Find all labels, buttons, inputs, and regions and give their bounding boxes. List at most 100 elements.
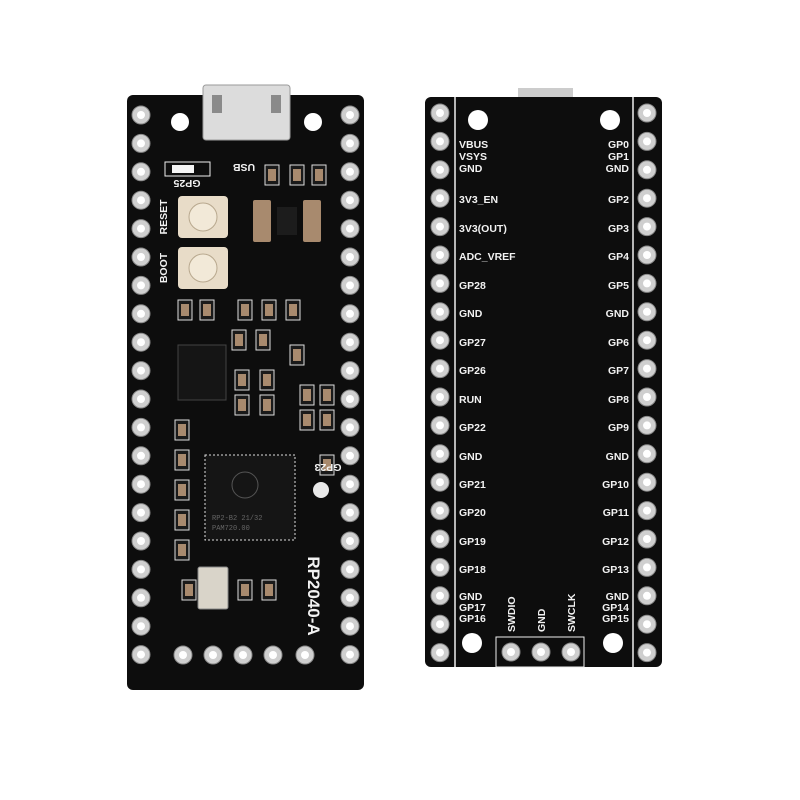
pin-pad xyxy=(430,273,450,293)
pin-label-left: GP28 xyxy=(459,280,486,292)
pin-pad xyxy=(131,219,151,239)
led xyxy=(172,165,194,173)
svg-text:PAM720.00: PAM720.00 xyxy=(212,525,250,533)
pin-pad xyxy=(340,190,360,210)
smd-resistor xyxy=(255,329,271,351)
reset-button[interactable] xyxy=(178,196,228,238)
pin-label-left: GND xyxy=(459,163,483,175)
pin-pad xyxy=(340,361,360,381)
mount-hole xyxy=(600,110,620,130)
pin-pad xyxy=(131,559,151,579)
pin-pad xyxy=(131,503,151,523)
pin-pad xyxy=(637,359,657,379)
smd-resistor xyxy=(319,384,335,406)
pin-label-left: GND xyxy=(459,591,483,603)
mount-hole xyxy=(304,113,322,131)
capacitor xyxy=(303,200,321,242)
pin-label-right: GP7 xyxy=(608,365,629,377)
pin-pad xyxy=(637,586,657,606)
regulator xyxy=(277,207,297,235)
pin-pad xyxy=(501,642,521,662)
pin-label-right: GP1 xyxy=(608,151,629,163)
pin-label-right: GP8 xyxy=(608,394,629,406)
pin-label-right: GP6 xyxy=(608,337,629,349)
smd-resistor xyxy=(237,299,253,321)
pin-pad xyxy=(637,557,657,577)
pin-pad xyxy=(430,245,450,265)
pin-pad xyxy=(131,133,151,153)
pin-label-right: GND xyxy=(606,591,630,603)
smd-resistor xyxy=(234,369,250,391)
pin-pad xyxy=(131,645,151,665)
pin-pad xyxy=(173,645,193,665)
pin-pad xyxy=(340,275,360,295)
debug-pin-label: SWCLK xyxy=(566,593,578,632)
pin-pad xyxy=(340,503,360,523)
pin-pad xyxy=(131,162,151,182)
smd-resistor xyxy=(319,454,335,476)
smd-resistor xyxy=(259,394,275,416)
smd-resistor xyxy=(174,449,190,471)
pin-pad xyxy=(131,616,151,636)
boot-button[interactable] xyxy=(178,247,228,289)
pin-pad xyxy=(430,557,450,577)
pin-label-right: GP0 xyxy=(608,139,629,151)
back-board: VBUSVSYSGND3V3_EN3V3(OUT)ADC_VREFGP28GND… xyxy=(425,88,662,668)
pin-pad xyxy=(637,501,657,521)
pin-pad xyxy=(340,247,360,267)
gp25-label: GP25 xyxy=(173,177,200,189)
pin-label-left: VBUS xyxy=(459,139,488,151)
pin-label-left: GP18 xyxy=(459,564,486,576)
pin-label-right: GP12 xyxy=(602,536,629,548)
pin-pad xyxy=(430,302,450,322)
pin-label-left: GP27 xyxy=(459,337,486,349)
smd-resistor xyxy=(174,509,190,531)
pin-label-right: GP5 xyxy=(608,280,629,292)
pin-pad xyxy=(637,472,657,492)
pin-pad xyxy=(340,105,360,125)
pin-pad xyxy=(637,103,657,123)
pin-pad xyxy=(430,103,450,123)
pin-pad xyxy=(131,332,151,352)
usb-label: USB xyxy=(232,161,255,173)
pin-pad xyxy=(131,389,151,409)
pin-pad xyxy=(430,415,450,435)
pin-label-right: GP10 xyxy=(602,479,629,491)
pin-pad xyxy=(637,643,657,663)
pin-pad xyxy=(637,302,657,322)
pin-pad xyxy=(637,529,657,549)
smd-resistor xyxy=(299,409,315,431)
pin-label-left: GP19 xyxy=(459,536,486,548)
pin-pad xyxy=(131,304,151,324)
smd-resistor xyxy=(264,164,280,186)
smd-resistor xyxy=(174,419,190,441)
pin-label-left: VSYS xyxy=(459,151,487,163)
pin-pad xyxy=(340,588,360,608)
smd-resistor xyxy=(174,539,190,561)
front-board: USB GP25 RESET BOOT RP2-B2 21/32 PAM720.… xyxy=(127,84,364,690)
pin-label-left: 3V3_EN xyxy=(459,194,498,206)
pin-label-left: GP16 xyxy=(459,613,486,625)
svg-text:RP2-B2 21/32: RP2-B2 21/32 xyxy=(212,515,262,523)
mount-hole xyxy=(603,633,623,653)
pin-label-right: GP3 xyxy=(608,223,629,235)
reset-label: RESET xyxy=(158,199,170,235)
pin-pad xyxy=(340,474,360,494)
pin-pad xyxy=(430,614,450,634)
smd-resistor xyxy=(181,579,197,601)
pin-label-right: GP14 xyxy=(602,602,629,614)
pin-pad xyxy=(430,217,450,237)
pin-label-right: GP9 xyxy=(608,422,629,434)
pin-label-left: GP20 xyxy=(459,507,486,519)
pin-pad xyxy=(131,105,151,125)
smd-resistor xyxy=(261,579,277,601)
pin-label-right: GP15 xyxy=(602,613,629,625)
pin-pad xyxy=(430,387,450,407)
pin-label-left: GND xyxy=(459,451,483,463)
smd-resistor xyxy=(261,299,277,321)
pin-pad xyxy=(430,188,450,208)
smd-resistor xyxy=(237,579,253,601)
pin-pad xyxy=(340,645,360,665)
pin-label-right: GND xyxy=(606,451,630,463)
pin-label-right: GND xyxy=(606,308,630,320)
